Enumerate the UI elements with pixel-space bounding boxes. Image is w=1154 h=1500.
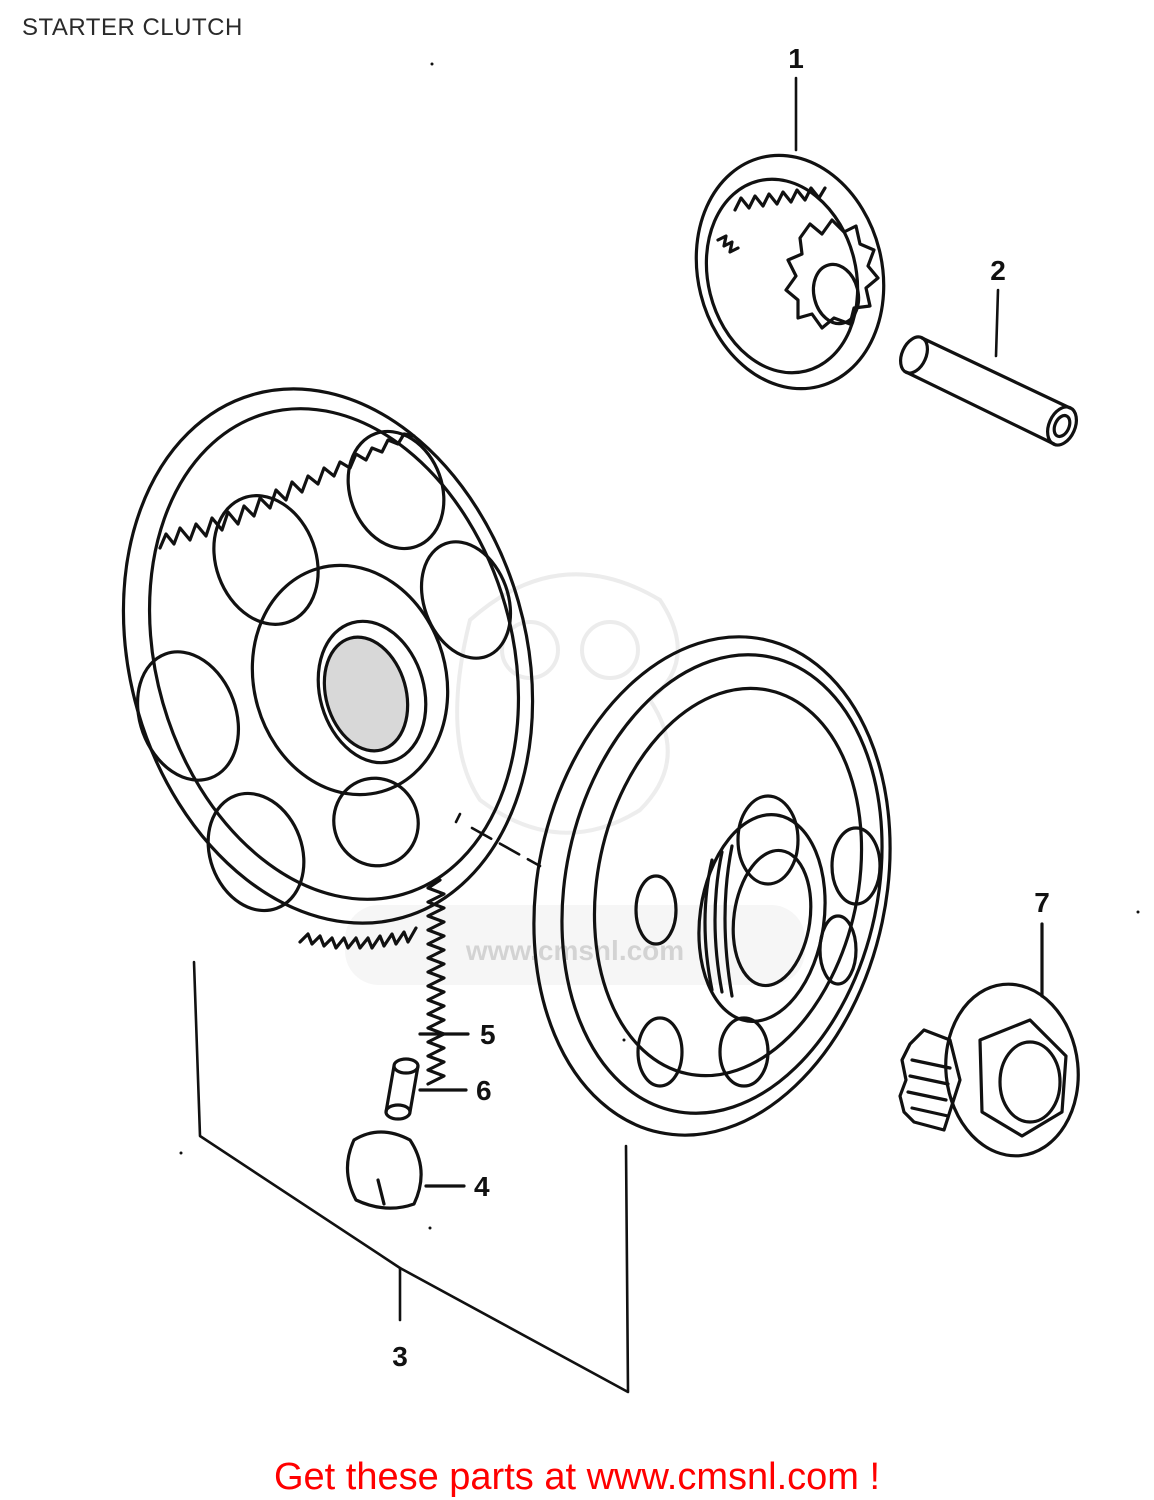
scan-specks [179, 62, 1140, 1230]
callout-4: 4 [474, 1171, 490, 1202]
gear-teeth-icon [733, 186, 827, 212]
bearing-icon [322, 635, 410, 753]
gear-teeth-icon [158, 432, 416, 550]
spring-icon [426, 878, 446, 1086]
part-7-bolt [898, 922, 1080, 1158]
gear-hub-bore [316, 619, 428, 765]
callout-3: 3 [392, 1341, 408, 1372]
part-3-starter-driven-gear [121, 387, 535, 950]
part-2-shaft [898, 335, 1078, 447]
part-3-clutch-housing [532, 635, 892, 1137]
gear-hole [135, 650, 241, 782]
watermark-eye-icon [500, 620, 560, 680]
callout-1: 1 [788, 43, 804, 74]
watermark: www.cmsnl.com [345, 572, 805, 985]
callout-5: 5 [480, 1019, 496, 1050]
watermark-face-icon [455, 572, 680, 835]
callout-2: 2 [990, 255, 1006, 286]
part-1-idle-gear [694, 153, 886, 391]
gear-hole [346, 429, 446, 551]
gear-teeth-icon [716, 234, 740, 254]
gear-hole [332, 776, 420, 868]
gear-hole [212, 494, 320, 626]
leader-line-2 [994, 288, 1000, 358]
assembly-bracket [192, 960, 630, 1394]
clutch-pocket [830, 826, 882, 906]
part-5-spring [418, 878, 470, 1086]
get-parts-link[interactable]: Get these parts at www.cmsnl.com ! [273, 1456, 881, 1498]
part-6-pin [384, 1057, 468, 1121]
gear-hole [419, 540, 513, 660]
gear-teeth-icon [298, 926, 418, 950]
callout-7: 7 [1034, 887, 1050, 918]
clutch-bore [731, 848, 813, 988]
watermark-banner [345, 905, 805, 985]
gear-hub [250, 563, 450, 797]
watermark-eye-icon [580, 620, 640, 680]
pinion-gear-icon [784, 218, 880, 330]
clutch-pocket [718, 1016, 770, 1088]
hex-head-icon [978, 1018, 1068, 1138]
gear-bore [811, 262, 861, 326]
clutch-pocket [634, 874, 678, 946]
clutch-boss [697, 813, 827, 1023]
center-line [454, 812, 542, 868]
clutch-pocket [636, 1016, 684, 1088]
clutch-pocket [736, 794, 800, 886]
gear-hole [206, 791, 306, 913]
thread-icon [703, 844, 734, 998]
clutch-pocket [818, 914, 858, 986]
thread-icon [906, 1058, 952, 1118]
callout-6: 6 [476, 1075, 492, 1106]
part-4-roller [345, 1130, 466, 1210]
leader-lines [192, 76, 1000, 1394]
page-title: STARTER CLUTCH [22, 14, 243, 41]
watermark-text: www.cmsnl.com [465, 935, 684, 966]
